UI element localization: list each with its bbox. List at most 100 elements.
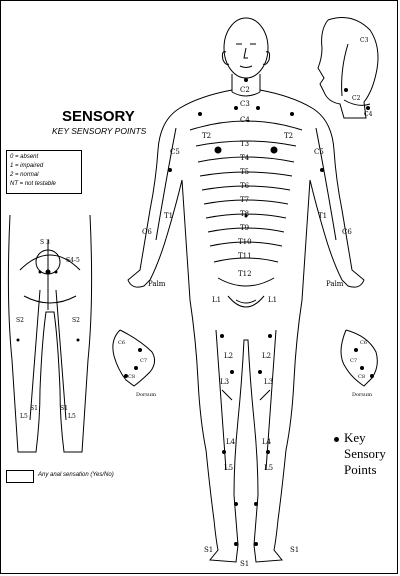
- knee-marks: [221, 389, 271, 401]
- label-s1-left: S1: [204, 546, 213, 554]
- side-label-c4: C4: [364, 111, 373, 118]
- band-t2: [189, 120, 303, 131]
- back-figure: [7, 214, 93, 453]
- dot-c3-r: [256, 106, 260, 110]
- dot-l3-r: [258, 370, 262, 374]
- side-label-c3: C3: [360, 37, 369, 44]
- label-s1-right: S1: [290, 546, 299, 554]
- dot-l3-l: [230, 370, 234, 374]
- key-sensory-dots: [168, 78, 324, 546]
- chart-title: SENSORY: [62, 108, 135, 125]
- right-hand: [340, 329, 378, 387]
- label-l1-left: L1: [212, 296, 221, 304]
- dot-s1-l: [234, 542, 238, 546]
- chart-subtitle: KEY SENSORY POINTS: [52, 126, 147, 136]
- key-legend-line-2: Sensory: [344, 446, 386, 461]
- left-hand: [112, 329, 156, 387]
- band-t3: [195, 140, 297, 147]
- front-body-outline: [127, 89, 365, 563]
- anal-sensation-checkbox[interactable]: [6, 470, 34, 483]
- neck: [231, 74, 261, 92]
- left-arm-line: [155, 127, 177, 241]
- side-head-labels: C2 C3 C4: [352, 37, 373, 118]
- label-l3-left: L3: [220, 378, 229, 386]
- left-leg-line: [215, 329, 227, 471]
- dot-c5-r: [320, 168, 324, 172]
- label-hand-c6-right: C6: [360, 340, 367, 346]
- right-hand-dot-1: [354, 348, 358, 352]
- band-t8: [205, 213, 287, 219]
- dot-l2-l: [220, 334, 224, 338]
- side-c2-line: [341, 43, 349, 97]
- side-neck-line: [343, 99, 371, 106]
- dot-c3-l: [234, 106, 238, 110]
- label-palm-right: Palm: [326, 280, 344, 288]
- label-t9: T9: [240, 224, 249, 232]
- dot-c4-r: [290, 112, 294, 116]
- label-t3: T3: [240, 140, 249, 148]
- label-dorsum-right: Dorsum: [352, 392, 372, 398]
- back-dot-s2-l: [16, 338, 20, 342]
- front-figure: [127, 17, 365, 563]
- label-hand-c8-left: C8: [128, 374, 135, 380]
- label-l5-left: L5: [224, 464, 233, 472]
- back-leg-lines: [29, 289, 67, 421]
- label-t4: T4: [240, 154, 250, 162]
- back-s3-curve: [19, 254, 81, 271]
- label-dorsum-left: Dorsum: [136, 392, 156, 398]
- label-t11: T11: [238, 252, 252, 260]
- dot-t4-l: [214, 146, 222, 154]
- left-hand-dot-2: [134, 366, 138, 370]
- label-l5-right: L5: [264, 464, 273, 472]
- legend-item-normal: 2 = normal: [10, 172, 39, 178]
- band-t4: [197, 156, 295, 163]
- label-t1-left: T1: [164, 212, 173, 220]
- back-label-s2-left: S2: [16, 317, 24, 324]
- back-dot-s2-r: [76, 338, 80, 342]
- label-c6-right: C6: [342, 228, 352, 236]
- back-dot-s45-l: [38, 270, 42, 274]
- label-c3: C3: [240, 100, 250, 108]
- legend-item-impaired: 1 = impaired: [10, 163, 44, 169]
- key-legend-line-3: Points: [344, 462, 377, 477]
- back-label-s1-left: S1: [30, 405, 38, 412]
- right-arm-line: [315, 127, 337, 241]
- dot-l2-r: [268, 334, 272, 338]
- label-l4-right: L4: [262, 438, 272, 446]
- label-c5-left: C5: [170, 148, 180, 156]
- side-dot-c3: [366, 106, 370, 110]
- dot-c5-l: [168, 168, 172, 172]
- dot-c2: [244, 78, 248, 82]
- key-dot-icon: [334, 436, 339, 442]
- back-legs-outline: [7, 214, 93, 453]
- side-head: [317, 17, 379, 119]
- band-t10: [209, 241, 283, 247]
- back-label-s3: S 3: [40, 239, 50, 246]
- back-buttock-line: [23, 295, 77, 304]
- right-hand-dot-2: [360, 366, 364, 370]
- genital-outline: [235, 299, 257, 304]
- band-t6: [201, 185, 291, 191]
- side-label-c2: C2: [352, 95, 361, 102]
- label-hand-c7-right: C7: [350, 358, 357, 364]
- key-legend-line-1: Key: [344, 430, 366, 445]
- right-hand-dot-3: [370, 374, 374, 378]
- groin-line: [227, 295, 265, 308]
- right-hand-outline: [340, 329, 378, 387]
- label-hand-c6-left: C6: [118, 340, 125, 346]
- dot-l5-r: [254, 502, 258, 506]
- side-head-outline: [317, 17, 379, 119]
- band-t12: [217, 277, 275, 287]
- legend-item-absent: 0 = absent: [10, 154, 39, 160]
- label-c5-right: C5: [314, 148, 324, 156]
- label-c4: C4: [240, 116, 250, 124]
- back-labels: S 3 S4-5 S2 S2 L5 L5 S1 S1: [16, 239, 80, 420]
- left-ear: [221, 51, 230, 65]
- label-c6-left: C6: [142, 228, 152, 236]
- label-t7: T7: [240, 196, 249, 204]
- dot-l4-l: [222, 450, 226, 454]
- right-ear: [262, 51, 271, 65]
- back-label-l5-left: L5: [20, 413, 28, 420]
- anal-sensation-label: Any anal sensation (Yes/No): [38, 472, 114, 478]
